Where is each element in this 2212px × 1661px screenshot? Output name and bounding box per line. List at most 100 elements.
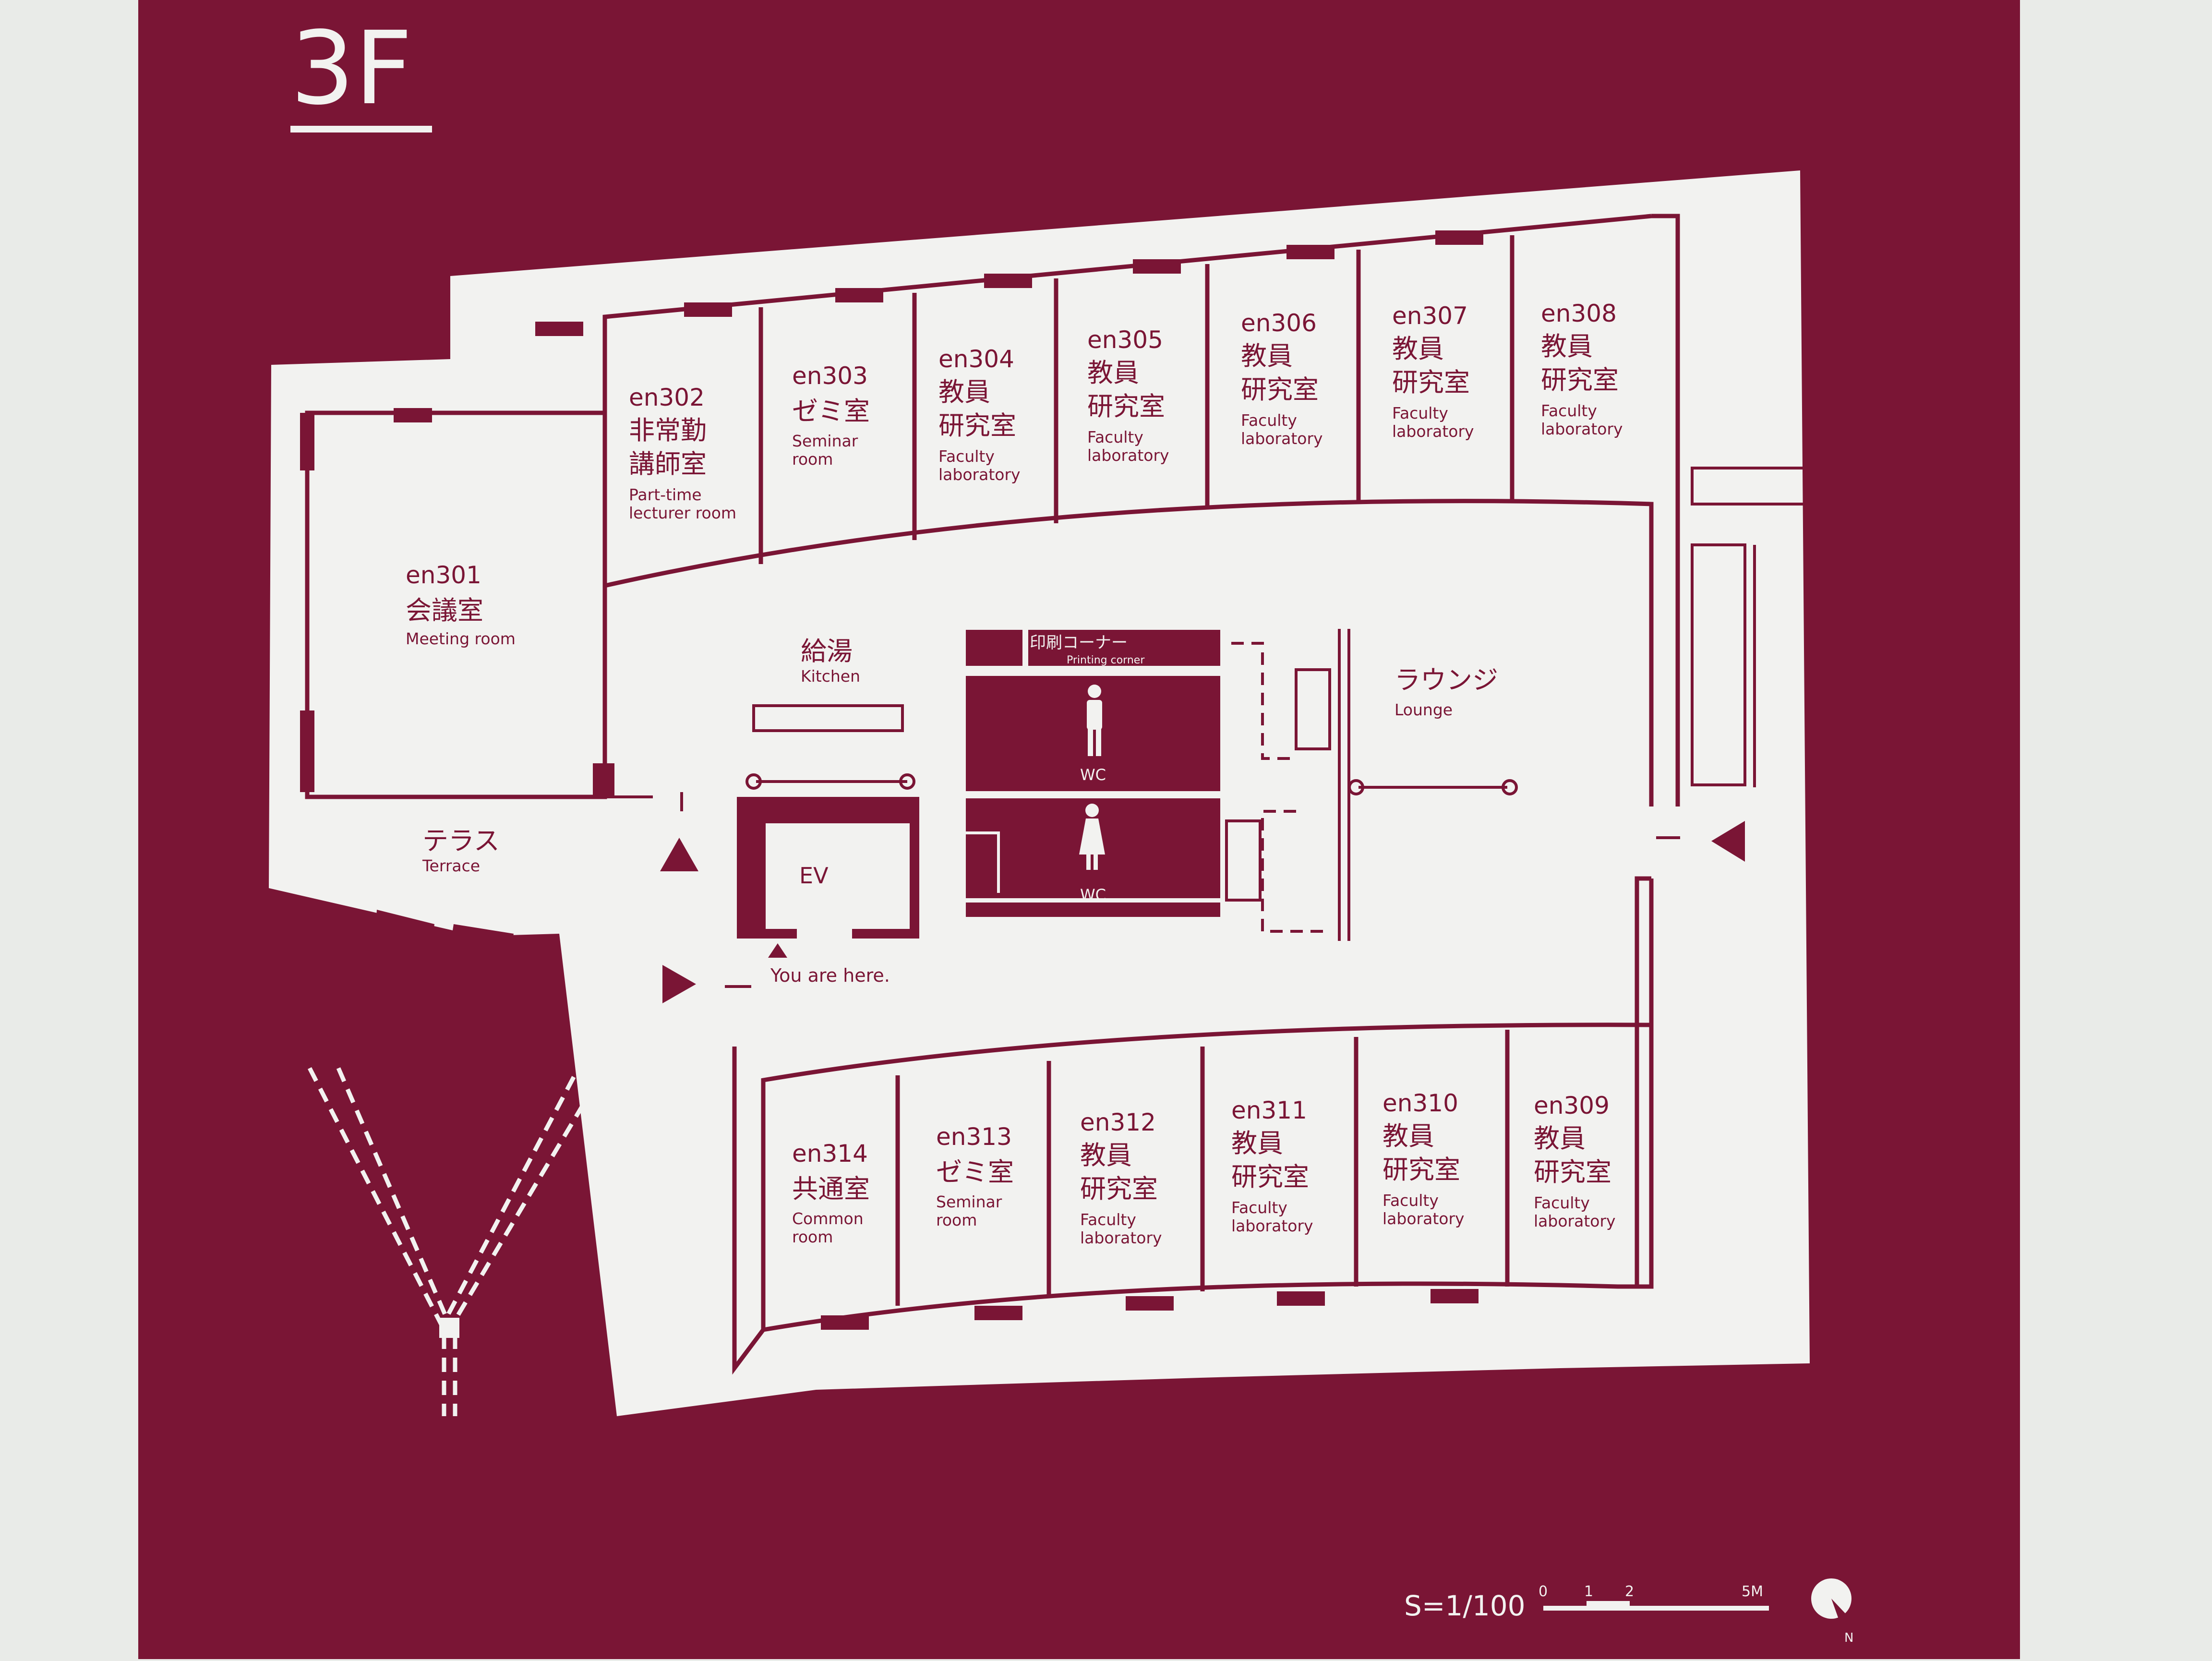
svg-text:laboratory: laboratory [1382, 1209, 1465, 1228]
svg-text:en307: en307 [1392, 302, 1468, 330]
room-en314: en314 共通室 Common room [792, 1140, 870, 1246]
svg-text:Faculty: Faculty [1534, 1193, 1590, 1212]
svg-text:room: room [936, 1211, 977, 1229]
svg-text:教員: 教員 [1241, 341, 1293, 371]
east-wall-upper [1651, 214, 1680, 806]
svg-text:Part-time: Part-time [629, 485, 702, 504]
svg-text:en306: en306 [1241, 309, 1317, 337]
lounge-jp: ラウンジ [1395, 665, 1498, 695]
room-en311: en311 教員 研究室 Faculty laboratory [1231, 1096, 1313, 1235]
room-en303: en303 ゼミ室 Seminar room [792, 362, 870, 469]
floor-number-underline [290, 126, 432, 132]
room-en312: en312 教員 研究室 Faculty laboratory [1080, 1108, 1162, 1247]
svg-text:laboratory: laboratory [1541, 420, 1623, 438]
svg-text:en311: en311 [1231, 1096, 1307, 1124]
women-wc-label: WC [1080, 886, 1106, 904]
women-wc-icon [1079, 804, 1105, 870]
svg-text:en304: en304 [938, 345, 1014, 373]
top-room-partitions [300, 230, 1515, 797]
room-en310: en310 教員 研究室 Faculty laboratory [1382, 1089, 1465, 1228]
room-labels-top: en302 非常勤 講師室 Part-time lecturer room en… [629, 300, 1623, 522]
svg-text:研究室: 研究室 [1241, 374, 1319, 405]
svg-text:研究室: 研究室 [1534, 1157, 1611, 1187]
svg-text:Faculty: Faculty [1382, 1191, 1439, 1210]
room-en305: en305 教員 研究室 Faculty laboratory [1087, 326, 1169, 465]
arrow-up-marker [660, 838, 698, 871]
svg-text:Common: Common [792, 1209, 864, 1228]
room-en307: en307 教員 研究室 Faculty laboratory [1392, 302, 1474, 441]
elevator-shaft [737, 797, 919, 939]
south-room-row-wall [761, 1023, 1652, 1330]
printing-corner-jp: 印刷コーナー [1030, 633, 1128, 652]
svg-text:Faculty: Faculty [1241, 411, 1297, 430]
room-en306: en306 教員 研究室 Faculty laboratory [1241, 309, 1323, 448]
arrow-right-marker [662, 965, 696, 1003]
east-wall-lower [1635, 876, 1651, 1287]
printing-corner-en: Printing corner [1067, 654, 1145, 666]
svg-text:教員: 教員 [1231, 1128, 1283, 1158]
svg-text:ゼミ室: ゼミ室 [792, 396, 870, 426]
svg-text:en302: en302 [629, 384, 705, 411]
svg-text:教員: 教員 [938, 377, 990, 407]
scale-tick-1: 1 [1584, 1583, 1593, 1600]
kitchen-en: Kitchen [801, 667, 860, 686]
svg-text:laboratory: laboratory [938, 465, 1021, 484]
north-compass-icon: N [1811, 1578, 1853, 1645]
svg-text:laboratory: laboratory [1087, 446, 1169, 465]
svg-text:教員: 教員 [1382, 1121, 1434, 1151]
elevator-label: EV [799, 863, 829, 889]
svg-text:共通室: 共通室 [792, 1174, 870, 1204]
svg-text:laboratory: laboratory [1231, 1216, 1313, 1235]
svg-text:laboratory: laboratory [1241, 429, 1323, 448]
svg-text:room: room [792, 450, 833, 469]
svg-text:Seminar: Seminar [936, 1192, 1002, 1211]
svg-text:en313: en313 [936, 1123, 1012, 1151]
svg-text:ゼミ室: ゼミ室 [936, 1157, 1014, 1187]
svg-text:研究室: 研究室 [1080, 1174, 1158, 1204]
meeting-room-number: en301 [406, 561, 481, 589]
floor-number: 3F [290, 10, 412, 127]
svg-text:en308: en308 [1541, 300, 1617, 327]
svg-text:Faculty: Faculty [1541, 401, 1597, 420]
svg-text:Faculty: Faculty [1231, 1198, 1287, 1217]
room-en308: en308 教員 研究室 Faculty laboratory [1541, 300, 1623, 438]
svg-text:研究室: 研究室 [1087, 391, 1165, 421]
svg-text:Faculty: Faculty [938, 447, 995, 466]
svg-text:教員: 教員 [1534, 1123, 1586, 1154]
scale-ratio: S=1/100 [1404, 1589, 1526, 1622]
terrace-en: Terrace [422, 856, 480, 875]
north-corridor-wall [604, 499, 1654, 806]
room-en313: en313 ゼミ室 Seminar room [936, 1123, 1014, 1229]
svg-text:研究室: 研究室 [1541, 365, 1619, 395]
svg-text:Seminar: Seminar [792, 432, 858, 450]
scale-tick-0: 0 [1539, 1583, 1548, 1600]
men-wc-label: WC [1080, 766, 1106, 784]
scale-legend: S=1/100 0 1 2 5M [1404, 1583, 1769, 1622]
svg-text:研究室: 研究室 [938, 410, 1016, 441]
svg-text:Faculty: Faculty [1087, 428, 1143, 446]
room-en304: en304 教員 研究室 Faculty laboratory [938, 345, 1021, 484]
kitchen-counter [752, 704, 904, 732]
men-wc-icon [1087, 685, 1102, 756]
svg-text:laboratory: laboratory [1080, 1228, 1162, 1247]
arrow-left-marker [1711, 821, 1745, 862]
svg-text:非常勤: 非常勤 [629, 415, 707, 445]
svg-text:研究室: 研究室 [1231, 1162, 1309, 1192]
scale-bar [1543, 1606, 1769, 1611]
you-are-here-marker [768, 943, 787, 958]
meeting-room-jp: 会議室 [406, 595, 483, 626]
svg-text:教員: 教員 [1087, 358, 1139, 388]
svg-text:en303: en303 [792, 362, 868, 390]
scale-unit: 5M [1742, 1583, 1763, 1600]
bottom-room-partitions [821, 1030, 1510, 1330]
svg-text:laboratory: laboratory [1392, 422, 1474, 441]
svg-text:en309: en309 [1534, 1092, 1610, 1119]
svg-text:en314: en314 [792, 1140, 868, 1168]
scale-tick-2: 2 [1625, 1583, 1634, 1600]
north-label: N [1844, 1631, 1853, 1645]
svg-text:研究室: 研究室 [1382, 1155, 1460, 1185]
plan-area [269, 170, 1810, 1416]
svg-text:laboratory: laboratory [1534, 1212, 1616, 1230]
svg-text:en310: en310 [1382, 1089, 1458, 1117]
svg-text:en305: en305 [1087, 326, 1163, 354]
